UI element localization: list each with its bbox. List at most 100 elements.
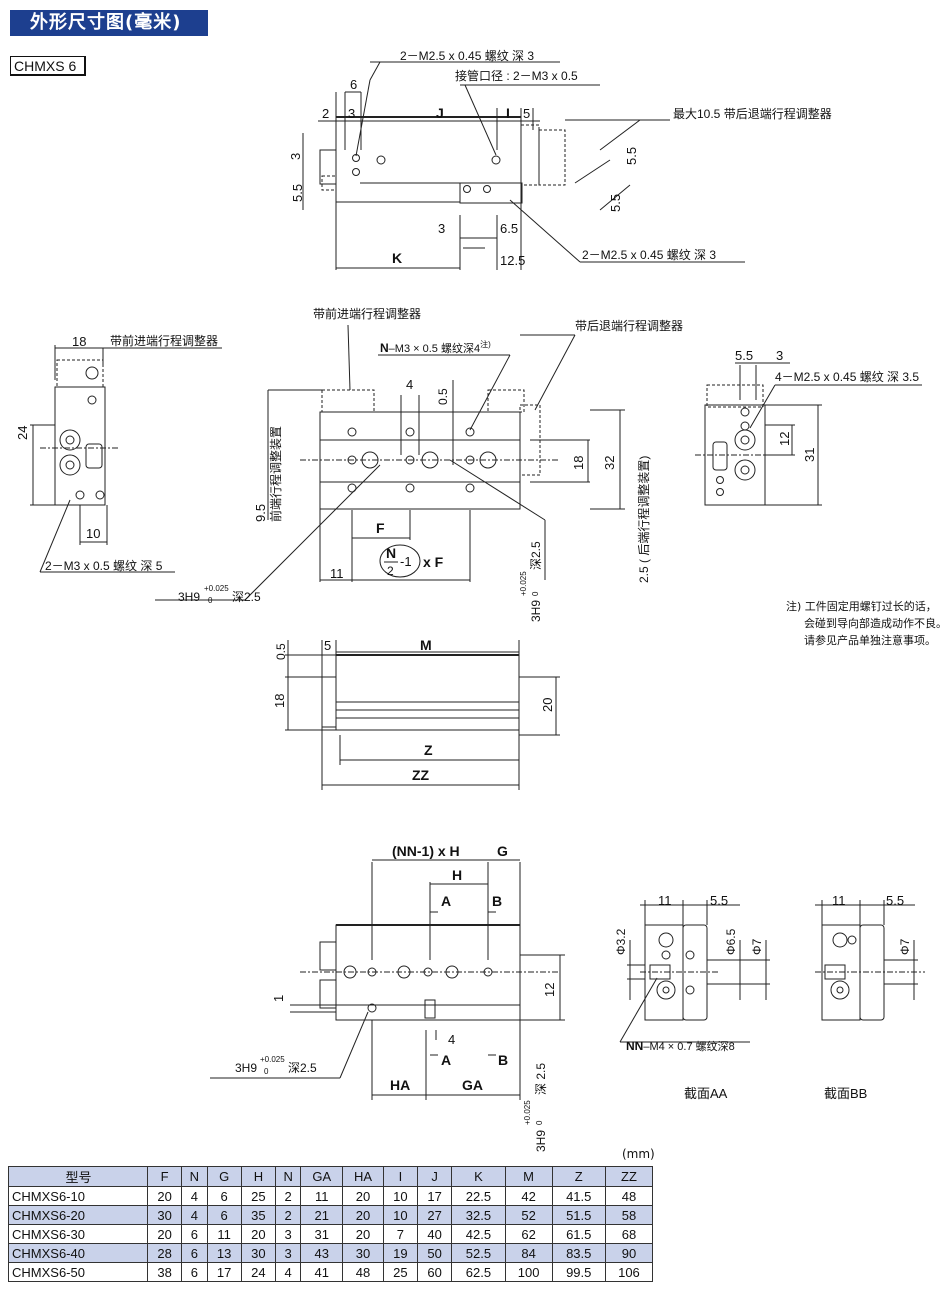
value-cell: 6	[206, 1205, 242, 1225]
hole-tolerance: 0	[208, 596, 213, 605]
dim-label: HA	[390, 1077, 410, 1093]
value-cell: 17	[417, 1186, 453, 1206]
col-header: N	[275, 1166, 302, 1187]
value-cell: 10	[382, 1186, 419, 1206]
value-cell: 4	[181, 1205, 208, 1225]
hole-tolerance: 0	[264, 1067, 269, 1076]
section-bb	[815, 900, 925, 1021]
value-cell: 42	[504, 1186, 553, 1206]
dia-label: Φ3.2	[614, 928, 628, 955]
dim-label: J	[436, 105, 444, 121]
rear-adjuster-label: 最大10.5 带后退端行程调整器	[673, 106, 832, 121]
value-cell: 6	[181, 1262, 208, 1282]
dim-label: 5	[523, 106, 530, 121]
dim-label: 18	[272, 694, 287, 708]
note-line: 会碰到导向部造成动作不良。	[804, 617, 947, 630]
value-cell: 99.5	[551, 1262, 606, 1282]
dim-label: 5.5	[290, 184, 305, 202]
value-cell: 24	[240, 1262, 277, 1282]
dim-label: H	[452, 867, 462, 883]
value-cell: 62	[504, 1224, 553, 1244]
dim-label: 0.5	[436, 388, 450, 405]
section-marker: A	[441, 893, 451, 909]
dim-label: F	[376, 520, 385, 536]
value-cell: 30	[342, 1243, 384, 1263]
top-port-label: 接管口径 : 2－M3 x 0.5	[455, 68, 578, 83]
hole-tolerance: 0	[531, 591, 540, 596]
value-cell: 83.5	[551, 1243, 606, 1263]
dim-label: 3	[438, 221, 445, 236]
value-cell: 20	[146, 1186, 183, 1206]
dim-label: 31	[802, 448, 817, 462]
dim-label: K	[392, 250, 402, 266]
dim-label: 3	[288, 153, 303, 160]
value-cell: 4	[275, 1262, 302, 1282]
formula-label: -1	[400, 554, 412, 569]
value-cell: 68	[604, 1224, 654, 1244]
value-cell: 6	[181, 1224, 208, 1244]
value-cell: 38	[146, 1262, 183, 1282]
hole-label: 3H9	[178, 590, 200, 604]
dim-label: 5.5	[735, 348, 753, 363]
dim-label: 20	[540, 698, 555, 712]
dim-label: 24	[15, 426, 30, 440]
table-header-row: 型号 F N G H N GA HA I J K M Z ZZ	[8, 1166, 654, 1187]
value-cell: 20	[342, 1205, 384, 1225]
section-thread-label: NN–M4 × 0.7 螺纹深8	[626, 1039, 735, 1053]
value-cell: 13	[206, 1243, 242, 1263]
value-cell: 6	[206, 1186, 242, 1206]
caution-note: 注) 工件固定用螺钉过长的话， 会碰到导向部造成动作不良。 请参见产品单独注意事…	[786, 598, 947, 649]
left-end-view	[30, 345, 222, 573]
col-header: M	[504, 1166, 553, 1187]
value-cell: 52.5	[451, 1243, 506, 1263]
spec-table: 型号 F N G H N GA HA I J K M Z ZZ CHMXS6-1…	[8, 1166, 654, 1282]
section-aa-label: 截面AA	[684, 1086, 728, 1101]
bottom-view	[210, 859, 565, 1100]
hole-tolerance: +0.025	[519, 571, 528, 596]
hole-label: 3H9	[529, 600, 543, 622]
dim-label: 12	[777, 432, 792, 446]
value-cell: 52	[504, 1205, 553, 1225]
dim-label: 32	[602, 456, 617, 470]
dia-label: Φ7	[898, 938, 912, 955]
top-thread-label: 2－M2.5 x 0.45 螺纹 深 3	[400, 49, 534, 63]
side-view	[285, 640, 560, 790]
model-cell: CHMXS6-30	[8, 1224, 148, 1244]
dim-label: 5.5	[608, 194, 623, 212]
value-cell: 100	[504, 1262, 553, 1282]
dia-label: Φ7	[750, 938, 764, 955]
value-cell: 19	[382, 1243, 419, 1263]
model-cell: CHMXS6-40	[8, 1243, 148, 1263]
thread-callout: N–M3 × 0.5 螺纹深4注)	[380, 339, 491, 355]
front-adjuster-callout: 带前进端行程调整器	[313, 306, 421, 321]
dim-label: 3	[348, 106, 355, 121]
value-cell: 2	[275, 1205, 302, 1225]
front-adjuster-label: 带前进端行程调整器	[110, 333, 218, 348]
value-cell: 3	[275, 1224, 302, 1244]
value-cell: 25	[240, 1186, 277, 1206]
rear-adjuster-callout: 带后退端行程调整器	[575, 318, 683, 333]
value-cell: 31	[300, 1224, 344, 1244]
col-header: 型号	[8, 1166, 148, 1187]
dim-label: 5.5	[624, 147, 639, 165]
dim-label: 4	[448, 1032, 455, 1047]
dim-label: Z	[424, 742, 433, 758]
value-cell: 11	[300, 1186, 344, 1206]
value-cell: 30	[240, 1243, 277, 1263]
model-cell: CHMXS6-10	[8, 1186, 148, 1206]
formula-label: N	[386, 545, 396, 561]
right-thread-label: 4－M2.5 x 0.45 螺纹 深 3.5	[775, 370, 919, 384]
value-cell: 61.5	[551, 1224, 606, 1244]
left-thread-label: 2－M3 x 0.5 螺纹 深 5	[45, 559, 163, 573]
value-cell: 21	[300, 1205, 344, 1225]
value-cell: 43	[300, 1243, 344, 1263]
value-cell: 106	[604, 1262, 654, 1282]
section-bb-label: 截面BB	[824, 1086, 867, 1101]
note-line: 请参见产品单独注意事项。	[804, 634, 936, 647]
hole-tolerance: +0.025	[260, 1055, 285, 1064]
value-cell: 3	[275, 1243, 302, 1263]
